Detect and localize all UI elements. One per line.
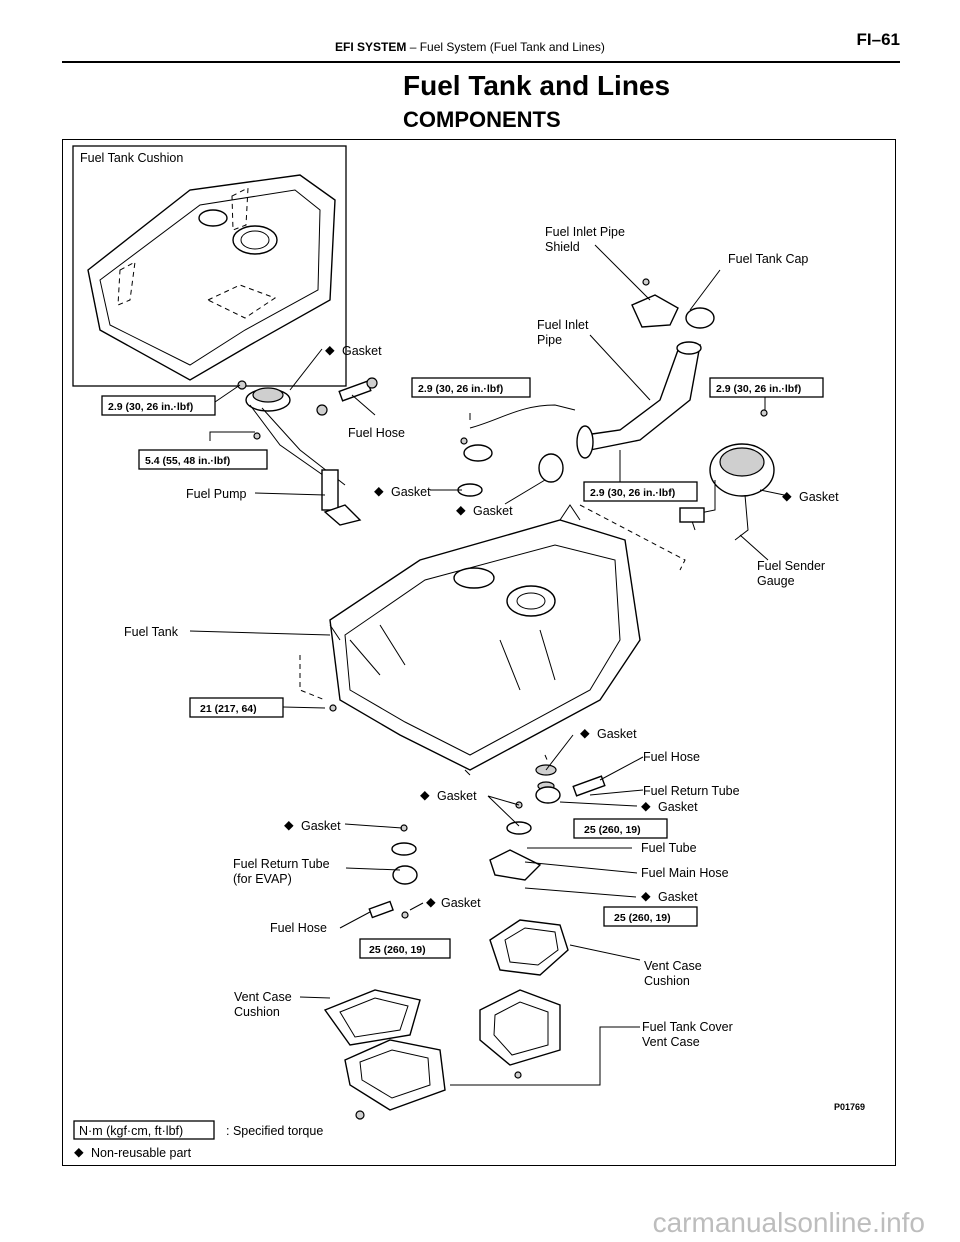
torque-box-5 [583, 481, 698, 502]
fuel-tank-drawing [329, 504, 641, 776]
label-gasket-c: Gasket [437, 789, 477, 803]
label-fuel-tube: Fuel Tube [641, 841, 697, 855]
fuel-sender-gauge-drawing [679, 409, 775, 541]
figure-code: P01769 [834, 1102, 865, 1112]
diamond-icon: ◆ [420, 788, 430, 802]
torque-2: 5.4 (55, 48 in.·lbf) [145, 455, 230, 467]
legend-torque-text: : Specified torque [226, 1124, 323, 1138]
header-section-title: – Fuel System (Fuel Tank and Lines) [409, 40, 605, 54]
torque-4: 2.9 (30, 26 in.·lbf) [716, 383, 801, 395]
label-sender-2: Gauge [757, 574, 795, 588]
fuel-pump-drawing [237, 377, 378, 526]
legend-torque-unit: N·m (kgf·cm, ft·lbf) [79, 1124, 183, 1138]
diamond-icon: ◆ [580, 726, 590, 740]
label-inlet-shield-1: Fuel Inlet Pipe [545, 225, 625, 239]
label-cover-2: Vent Case [642, 1035, 700, 1049]
torque-box-6 [189, 697, 284, 718]
header-section-bold: EFI SYSTEM [335, 40, 407, 54]
diamond-icon: ◆ [426, 895, 436, 909]
diamond-icon: ◆ [641, 889, 651, 903]
legend: N·m (kgf·cm, ft·lbf) : Specified torque … [73, 1120, 323, 1160]
label-gasket-mid1: Gasket [391, 485, 431, 499]
label-return-tube: Fuel Return Tube [643, 784, 740, 798]
torque-box-9 [359, 938, 451, 959]
label-gasket-r1: Gasket [597, 727, 637, 741]
label-fuel-tank: Fuel Tank [124, 625, 179, 639]
torque-box-3 [411, 377, 531, 398]
diamond-icon: ◆ [456, 503, 466, 517]
torque-3: 2.9 (30, 26 in.·lbf) [418, 383, 503, 395]
torque-specs: 2.9 (30, 26 in.·lbf) 5.4 (55, 48 in.·lbf… [101, 377, 824, 959]
label-fuel-hose-l: Fuel Hose [270, 921, 327, 935]
torque-box-2 [138, 449, 268, 470]
torque-1: 2.9 (30, 26 in.·lbf) [108, 401, 193, 413]
label-sender-1: Fuel Sender [757, 559, 825, 573]
label-vent-cushion-l2: Cushion [234, 1005, 280, 1019]
label-vent-cushion-r2: Cushion [644, 974, 690, 988]
label-vent-cushion-l1: Vent Case [234, 990, 292, 1004]
label-inlet-pipe-1: Fuel Inlet [537, 318, 589, 332]
label-gasket-l: Gasket [301, 819, 341, 833]
diamond-icon: ◆ [782, 489, 792, 503]
label-return-evap-1: Fuel Return Tube [233, 857, 330, 871]
diamond-icon: ◆ [325, 343, 335, 357]
torque-7: 25 (260, 19) [584, 824, 641, 836]
label-return-evap-2: (for EVAP) [233, 872, 292, 886]
cushion-inset-label: Fuel Tank Cushion [80, 151, 183, 165]
torque-5: 2.9 (30, 26 in.·lbf) [590, 487, 675, 499]
label-gasket-r2: Gasket [658, 800, 698, 814]
torque-box-8 [603, 906, 698, 927]
label-fuel-pump: Fuel Pump [186, 487, 246, 501]
label-gasket-sender: Gasket [799, 490, 839, 504]
label-vent-cushion-r1: Vent Case [644, 959, 702, 973]
diamond-icon: ◆ [641, 799, 651, 813]
diamond-icon: ◆ [74, 1145, 84, 1159]
torque-6: 21 (217, 64) [200, 703, 257, 715]
legend-nonreusable-text: Non-reusable part [91, 1146, 192, 1160]
label-cover-1: Fuel Tank Cover [642, 1020, 733, 1034]
header-section: EFI SYSTEM – Fuel System (Fuel Tank and … [335, 40, 605, 54]
label-gasket-pump: Gasket [342, 344, 382, 358]
diagram-frame [62, 139, 896, 1166]
page-title: Fuel Tank and Lines [403, 70, 671, 101]
legend-torque-box [73, 1120, 215, 1140]
label-gasket-l2: Gasket [441, 896, 481, 910]
fuel-inlet-pipe-drawing [457, 278, 715, 497]
page-subtitle: COMPONENTS [403, 107, 561, 132]
label-fuel-hose-top: Fuel Hose [348, 426, 405, 440]
page-number: FI–61 [856, 30, 900, 49]
fuel-tank-cushion-drawing [87, 174, 336, 381]
lower-components-drawing [323, 704, 606, 1120]
header-rule [62, 61, 900, 63]
watermark: carmanualsonline.info [653, 1207, 925, 1238]
torque-9: 25 (260, 19) [369, 944, 426, 956]
label-inlet-pipe-2: Pipe [537, 333, 562, 347]
torque-box-4 [709, 377, 824, 398]
torque-8: 25 (260, 19) [614, 912, 671, 924]
label-gasket-mid2: Gasket [473, 504, 513, 518]
torque-box-7 [573, 818, 668, 839]
part-labels: ◆ Gasket Fuel Hose Fuel Pump ◆ Gasket ◆ … [124, 225, 839, 1049]
diamond-icon: ◆ [284, 818, 294, 832]
label-tank-cap: Fuel Tank Cap [728, 252, 808, 266]
label-inlet-shield-2: Shield [545, 240, 580, 254]
label-main-hose: Fuel Main Hose [641, 866, 729, 880]
diamond-icon: ◆ [374, 484, 384, 498]
label-fuel-hose-r: Fuel Hose [643, 750, 700, 764]
torque-box-1 [101, 395, 216, 416]
leader-lines [189, 244, 790, 1086]
label-gasket-r3: Gasket [658, 890, 698, 904]
